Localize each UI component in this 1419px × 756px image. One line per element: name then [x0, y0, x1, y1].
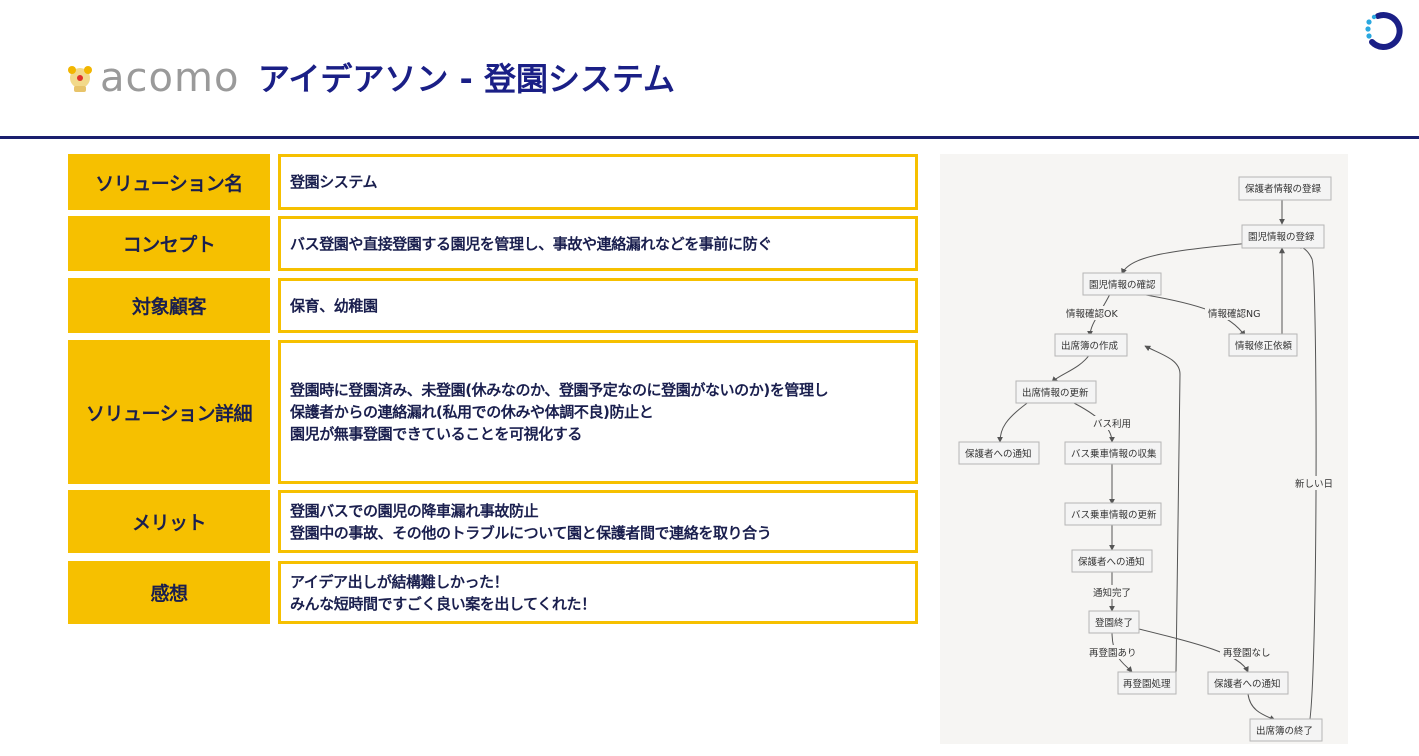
- row-value: アイデア出しが結構難しかった！ みんな短時間ですごく良い案を出してくれた！: [290, 572, 596, 613]
- row-solution-name: ソリューション名 登園システム: [68, 154, 924, 210]
- row-value: 登園時に登園済み、未登園(休みなのか、登園予定なのに登園がないのか)を管理し 保…: [290, 381, 829, 443]
- row-value-box: バス登園や直接登園する園児を管理し、事故や連絡漏れなどを事前に防ぐ: [278, 216, 918, 271]
- svg-text:情報修正依頼: 情報修正依頼: [1235, 340, 1293, 352]
- row-target-customer: 対象顧客 保育、幼稚園: [68, 278, 924, 333]
- node-child-confirm: 園児情報の確認: [1082, 272, 1162, 296]
- row-merit: メリット 登園バスでの園児の降車漏れ事故防止 登園中の事故、その他のトラブルにつ…: [68, 490, 924, 553]
- corner-brand-icon: [1365, 12, 1403, 50]
- svg-text:再登園あり: 再登園あり: [1089, 648, 1137, 659]
- node-bus-collect: バス乗車情報の収集: [1064, 441, 1162, 465]
- edge-label-info-ng: 情報確認NG: [1205, 306, 1261, 320]
- row-value: 保育、幼稚園: [290, 296, 378, 315]
- row-value: 登園システム: [290, 173, 378, 191]
- svg-text:保護者情報の登録: 保護者情報の登録: [1245, 183, 1322, 195]
- row-label: ソリューション名: [68, 154, 270, 210]
- flow-diagram: 情報確認OK 情報確認NG バス利用 通知完了 再登園あり 再登園なし 新しい日: [940, 154, 1348, 744]
- edge-label-re-arrival-no: 再登園なし: [1220, 645, 1272, 659]
- node-notify-guardian-3: 保護者への通知: [1207, 671, 1289, 695]
- node-arrival-end: 登園終了: [1088, 610, 1140, 634]
- row-value: 登園バスでの園児の降車漏れ事故防止 登園中の事故、その他のトラブルについて園と保…: [290, 501, 772, 542]
- svg-text:園児情報の登録: 園児情報の登録: [1248, 231, 1315, 243]
- acomo-mascot-icon: [68, 66, 92, 92]
- edge-re-process-to-create: [1144, 345, 1181, 673]
- node-attendance-end: 出席簿の終了: [1249, 718, 1323, 742]
- row-label: 対象顧客: [68, 278, 270, 333]
- node-notify-guardian-1: 保護者への通知: [958, 441, 1040, 465]
- edge-create-to-update: [1051, 353, 1091, 383]
- edge-end-re-yes: [1111, 631, 1133, 673]
- row-solution-detail: ソリューション詳細 登園時に登園済み、未登園(休みなのか、登園予定なのに登園がな…: [68, 340, 924, 484]
- row-value-box: 保育、幼稚園: [278, 278, 918, 333]
- row-concept: コンセプト バス登園や直接登園する園児を管理し、事故や連絡漏れなどを事前に防ぐ: [68, 216, 924, 271]
- svg-text:再登園なし: 再登園なし: [1223, 648, 1271, 659]
- svg-text:保護者への通知: 保護者への通知: [1214, 678, 1281, 690]
- svg-text:情報確認OK: 情報確認OK: [1066, 308, 1118, 320]
- row-label: 感想: [68, 561, 270, 624]
- row-value-box: 登園バスでの園児の降車漏れ事故防止 登園中の事故、その他のトラブルについて園と保…: [278, 490, 918, 553]
- edge-label-re-arrival-yes: 再登園あり: [1086, 645, 1138, 659]
- svg-text:出席情報の更新: 出席情報の更新: [1022, 387, 1089, 399]
- acomo-logo-text: acomo: [100, 55, 240, 101]
- node-child-register: 園児情報の登録: [1241, 224, 1325, 249]
- page-title: アイデアソン - 登園システム: [258, 60, 676, 98]
- svg-text:バス乗車情報の収集: バス乗車情報の収集: [1071, 448, 1157, 460]
- node-notify-guardian-2: 保護者への通知: [1071, 549, 1153, 573]
- svg-text:出席簿の終了: 出席簿の終了: [1256, 725, 1313, 737]
- svg-text:バス乗車情報の更新: バス乗車情報の更新: [1071, 509, 1157, 521]
- edge-notify-to-attendance-end: [1247, 693, 1276, 721]
- svg-text:新しい日: 新しい日: [1295, 478, 1333, 490]
- svg-text:保護者への通知: 保護者への通知: [965, 448, 1032, 460]
- row-impression: 感想 アイデア出しが結構難しかった！ みんな短時間ですごく良い案を出してくれた！: [68, 561, 924, 624]
- row-value-box: アイデア出しが結構難しかった！ みんな短時間ですごく良い案を出してくれた！: [278, 561, 918, 624]
- node-re-arrival-process: 再登園処理: [1117, 671, 1177, 695]
- svg-text:再登園処理: 再登園処理: [1123, 678, 1171, 690]
- node-attendance-create: 出席簿の作成: [1054, 333, 1128, 357]
- svg-text:登園終了: 登園終了: [1095, 617, 1133, 629]
- edge-update-to-notify: [997, 400, 1031, 443]
- node-attendance-update: 出席情報の更新: [1015, 380, 1097, 404]
- row-value-box: 登園システム: [278, 154, 918, 210]
- edge-end-re-no: [1134, 627, 1249, 673]
- svg-text:園児情報の確認: 園児情報の確認: [1089, 279, 1156, 291]
- svg-text:バス利用: バス利用: [1093, 418, 1131, 430]
- svg-text:通知完了: 通知完了: [1093, 587, 1131, 599]
- edge-label-info-ok: 情報確認OK: [1062, 306, 1118, 320]
- edge-label-notify-done: 通知完了: [1090, 585, 1134, 599]
- acomo-logo: acomo: [66, 58, 239, 98]
- row-value: バス登園や直接登園する園児を管理し、事故や連絡漏れなどを事前に防ぐ: [290, 234, 772, 253]
- header-divider: [0, 136, 1419, 139]
- edge-new-day: [1295, 243, 1317, 729]
- row-label: メリット: [68, 490, 270, 553]
- edge-child-to-confirm: [1121, 241, 1261, 275]
- node-bus-update: バス乗車情報の更新: [1064, 502, 1162, 526]
- svg-text:出席簿の作成: 出席簿の作成: [1061, 340, 1119, 352]
- edge-label-new-day: 新しい日: [1292, 476, 1336, 490]
- svg-text:保護者への通知: 保護者への通知: [1078, 556, 1145, 568]
- node-guardian-register: 保護者情報の登録: [1238, 176, 1332, 201]
- row-value-box: 登園時に登園済み、未登園(休みなのか、登園予定なのに登園がないのか)を管理し 保…: [278, 340, 918, 484]
- node-info-fix-request: 情報修正依頼: [1228, 333, 1298, 357]
- svg-text:情報確認NG: 情報確認NG: [1208, 308, 1260, 320]
- edge-label-bus-use: バス利用: [1090, 416, 1134, 430]
- row-label: ソリューション詳細: [68, 340, 270, 484]
- row-label: コンセプト: [68, 216, 270, 271]
